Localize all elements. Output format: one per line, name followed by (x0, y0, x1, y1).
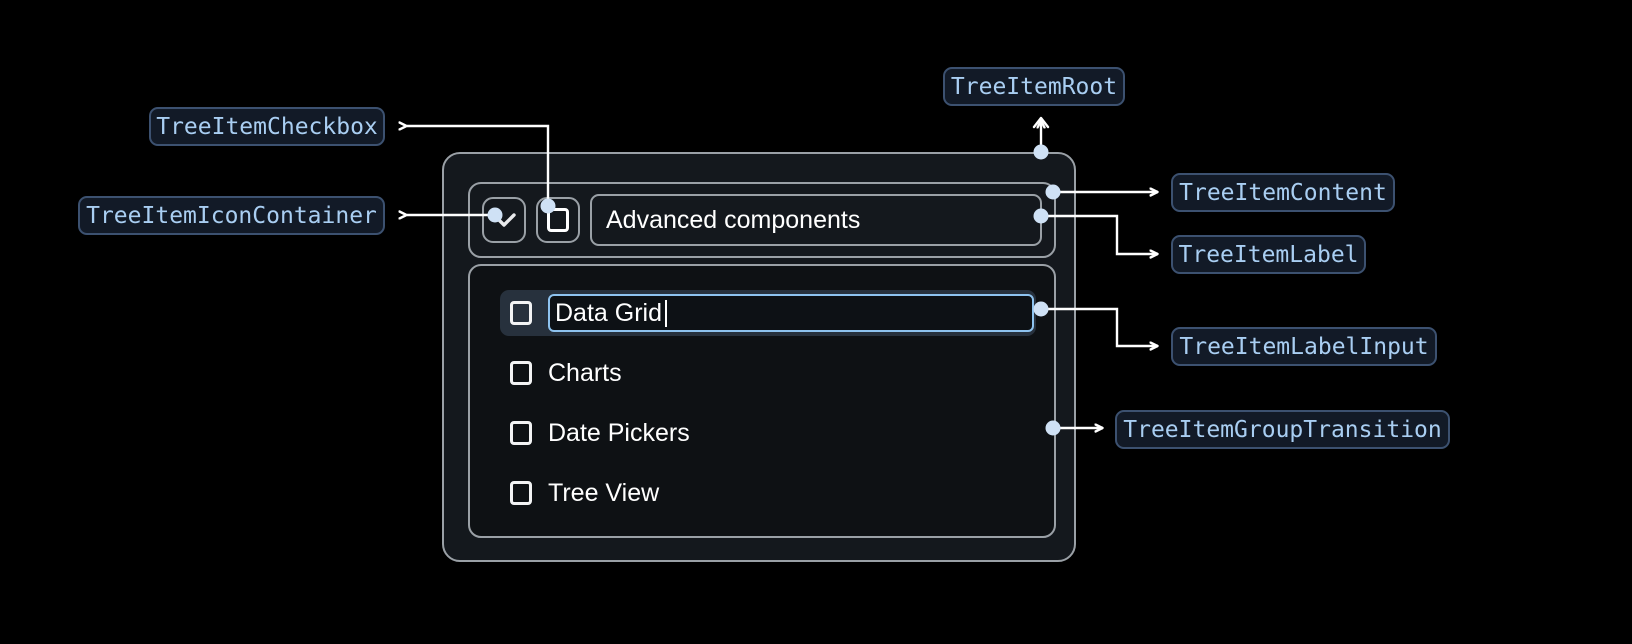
tree-item-root-panel: Advanced components Data Grid Charts Dat… (442, 152, 1076, 562)
checkbox-box-icon[interactable] (510, 301, 532, 325)
tree-item-checkbox[interactable] (536, 197, 580, 243)
checkbox-box-icon (547, 208, 569, 232)
tree-row-charts[interactable]: Charts (500, 350, 1036, 396)
annotation-chip-tree-item-label-input: TreeItemLabelInput (1171, 327, 1437, 366)
annotation-chip-tree-item-icon-container: TreeItemIconContainer (78, 196, 385, 235)
tree-item-group-transition: Data Grid Charts Date Pickers Tree View (468, 264, 1056, 538)
tree-item-label: Tree View (548, 478, 660, 507)
tree-item-content-panel[interactable]: Advanced components (468, 182, 1056, 258)
tree-row-data-grid[interactable]: Data Grid (500, 290, 1036, 336)
annotation-chip-tree-item-label: TreeItemLabel (1171, 235, 1366, 274)
chevron-down-icon (492, 213, 516, 227)
checkbox-box-icon[interactable] (510, 361, 532, 385)
annotation-chip-tree-item-checkbox: TreeItemCheckbox (149, 107, 385, 146)
annotation-chip-tree-item-group-transition: TreeItemGroupTransition (1115, 410, 1450, 449)
tree-item-label-text: Advanced components (606, 205, 861, 234)
tree-item-icon-container[interactable] (482, 197, 526, 243)
tree-item-label-input[interactable]: Data Grid (548, 294, 1034, 332)
tree-item-label-input-value: Data Grid (555, 298, 662, 327)
annotation-chip-tree-item-root: TreeItemRoot (943, 67, 1125, 106)
tree-item-label[interactable]: Advanced components (590, 194, 1042, 246)
annotation-chip-tree-item-content: TreeItemContent (1171, 173, 1395, 212)
tree-item-label: Charts (548, 358, 622, 387)
text-caret (664, 299, 667, 327)
arrowhead-up-root (1032, 116, 1050, 129)
tree-item-label: Date Pickers (548, 418, 690, 447)
checkbox-box-icon[interactable] (510, 421, 532, 445)
checkbox-box-icon[interactable] (510, 481, 532, 505)
tree-row-date-pickers[interactable]: Date Pickers (500, 410, 1036, 456)
tree-row-tree-view[interactable]: Tree View (500, 470, 1036, 516)
